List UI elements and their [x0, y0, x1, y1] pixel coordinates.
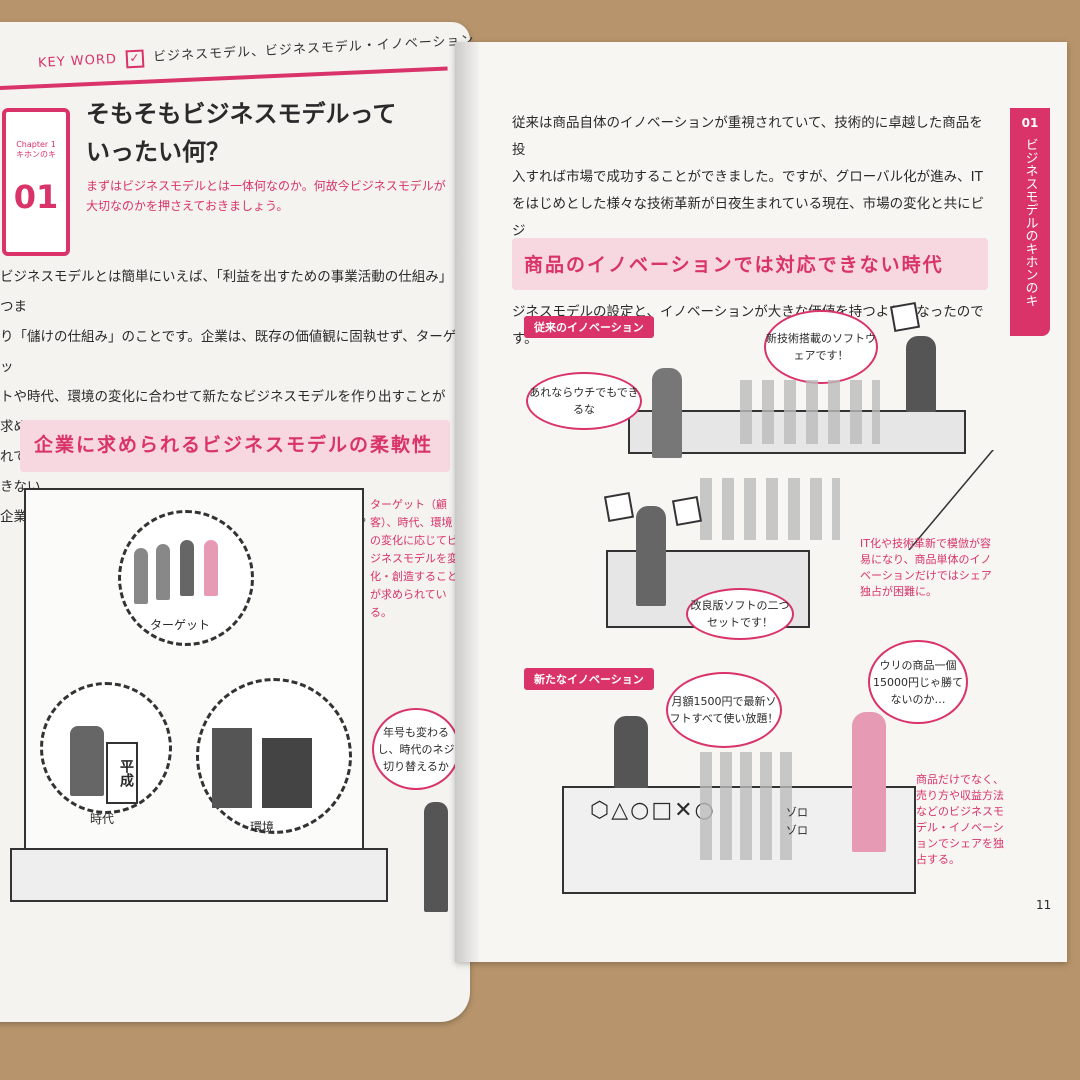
building-icon	[212, 728, 252, 808]
body-line: をはじめとした様々な技術革新が日夜生まれている現在、市場の変化と共にビジ	[512, 196, 985, 239]
page-subtitle: まずはビジネスモデルとは一体何なのか。何故今ビジネスモデルが 大切なのかを押さえ…	[86, 176, 446, 216]
page-number: 11	[1036, 898, 1052, 912]
illustration-base	[10, 848, 388, 902]
body-line: 入すれば市場で成功することができました。ですが、グローバル化が進み、IT	[512, 169, 983, 185]
era-sign: 平成	[106, 742, 138, 804]
chapter-label: Chapter 1	[16, 140, 56, 149]
person-icon	[652, 368, 682, 458]
product-box-icon	[603, 491, 635, 523]
person-icon	[134, 548, 148, 604]
gear-label-target: ターゲット	[150, 618, 211, 632]
product-box-icon	[889, 301, 921, 333]
person-icon	[636, 506, 666, 606]
tab-text: ビジネスモデルのキホンのキ	[1022, 138, 1038, 307]
keyword-label: KEY WORD	[37, 51, 118, 71]
label-old-innovation: 従来のイノベーション	[524, 316, 654, 338]
subtitle-line-2: 大切なのかを押さえておきましょう。	[86, 199, 289, 213]
checkbox-icon: ✓	[125, 48, 145, 68]
crowd-icon	[700, 752, 796, 860]
label-new-innovation: 新たなイノベーション	[524, 668, 654, 690]
title-line-1: そもそもビジネスモデルって	[86, 100, 397, 128]
person-icon	[156, 544, 170, 600]
section-heading-band	[512, 238, 988, 290]
person-icon	[614, 716, 648, 788]
chapter-tab: 01 ビジネスモデルのキホンのキ	[1010, 108, 1050, 336]
person-icon	[70, 726, 104, 796]
person-icon	[852, 712, 886, 852]
speech-bubble: 改良版ソフトの二つセットです！	[686, 588, 794, 640]
crowd-icon	[740, 380, 880, 444]
speech-bubble: ウリの商品一個15000円じゃ勝てないのか…	[868, 640, 968, 724]
speech-bubble: あれならウチでもできるな	[526, 372, 642, 430]
sound-effect: ゾロゾロ	[786, 806, 808, 837]
section-heading: 企業に求められるビジネスモデルの柔軟性	[34, 434, 434, 456]
book-gutter	[455, 42, 481, 962]
speech-bubble: 年号も変わるし、時代のネジ切り替えるか	[372, 708, 460, 790]
chapter-sub: キホンのキ	[16, 150, 56, 159]
speech-bubble: 月額1500円で最新ソフトすべて使い放題！	[666, 672, 782, 748]
crowd-icon	[700, 478, 840, 540]
product-box-icon	[671, 495, 703, 527]
left-caption: ターゲット（顧客）、時代、環境の変化に応じてビジネスモデルを変化・創造することが…	[370, 498, 458, 619]
body-line: ビジネスモデルとは簡単にいえば、「利益を出すための事業活動の仕組み」つま	[0, 269, 453, 315]
person-icon	[424, 802, 448, 912]
title-line-2: いったい何？	[86, 138, 230, 166]
page-title: そもそもビジネスモデルって いったい何？	[86, 95, 406, 171]
tab-number: 01	[1021, 116, 1039, 130]
gear-label-era: 時代	[90, 812, 115, 826]
subtitle-line-1: まずはビジネスモデルとは一体何なのか。何故今ビジネスモデルが	[86, 179, 446, 193]
product-shapes-icon: ⬡△○□✕○	[590, 798, 716, 823]
section-heading-right: 商品のイノベーションでは対応できない時代	[524, 254, 944, 276]
person-icon	[906, 336, 936, 412]
caption-business: 商品だけでなく、売り方や収益方法などのビジネスモデル・イノベーションでシェアを独…	[916, 773, 1004, 866]
person-icon	[180, 540, 194, 596]
chapter-number: 01	[13, 178, 59, 216]
speech-bubble: 新技術搭載のソフトウェアです！	[764, 310, 878, 384]
body-line: り「儲けの仕組み」のことです。企業は、既存の価値観に固執せず、ターゲッ	[0, 329, 457, 375]
person-icon	[204, 540, 218, 596]
section-heading-band	[20, 420, 450, 472]
gear-label-environment: 環境	[250, 820, 275, 834]
chapter-badge: Chapter 1 キホンのキ 01	[2, 108, 70, 256]
building-icon	[262, 738, 312, 808]
caption-it: IT化や技術革新で模倣が容易になり、商品単体のイノベーションだけではシェア独占が…	[860, 537, 992, 598]
body-line: 従来は商品自体のイノベーションが重視されていて、技術的に卓越した商品を投	[512, 115, 983, 158]
